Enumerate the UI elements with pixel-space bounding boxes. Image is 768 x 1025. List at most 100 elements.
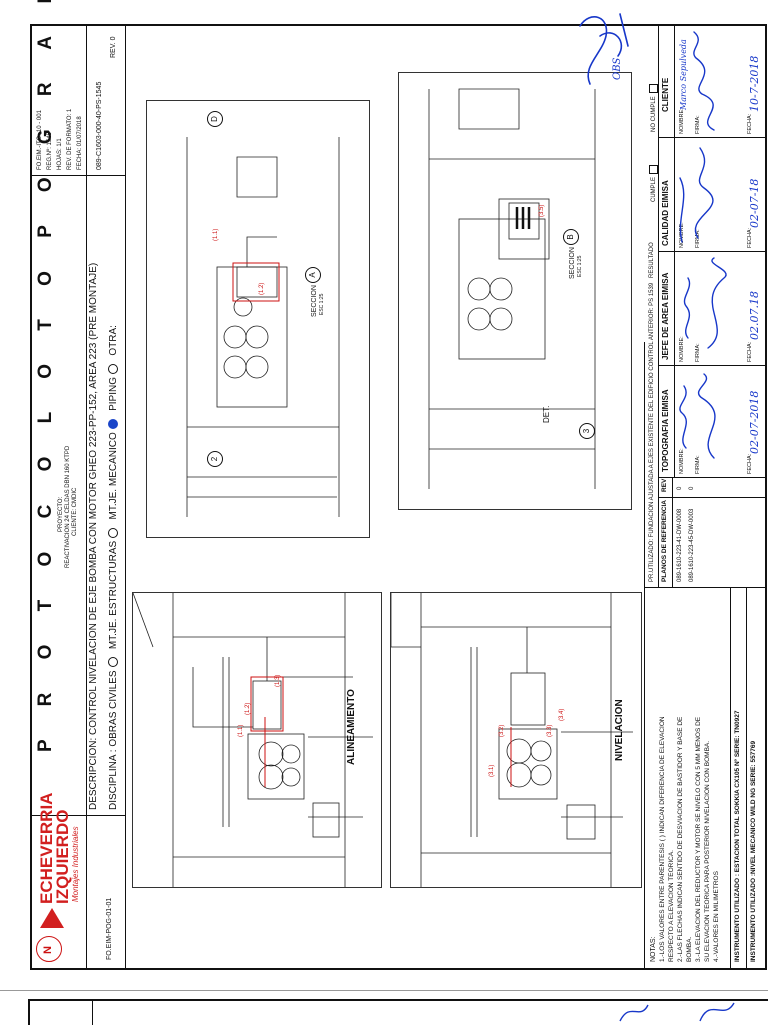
discipline-mechanical-label: MT.JE. MECANICO: [108, 432, 119, 520]
section-a-linework: [186, 137, 340, 517]
handwritten-date-calidad: 02-07-18: [748, 178, 761, 228]
reference-rev-1: 0: [677, 486, 683, 490]
next-page-border: [28, 999, 768, 1025]
note-line-3: 2.-LAS FLECHAS INDICAN SENTIDO DE DESVIA…: [677, 716, 684, 962]
company-name-line2: IZQUIERDO: [53, 809, 72, 904]
header-doc-number: 089-C1603-000-40-PS-1545: [96, 81, 103, 170]
form-code: FO.EIM-POG-01-01: [106, 897, 113, 960]
section-b-drawing: SECCION ESC 1:25 B DET. 3 (3.5): [398, 72, 632, 510]
header-rev: REV. 0: [110, 36, 117, 58]
mark-3-4: (3.4): [559, 708, 565, 721]
callout-d: D: [207, 111, 223, 127]
instrument-divider-2: [746, 588, 747, 968]
reference-row-divider: [672, 478, 673, 588]
discipline-civil-radio[interactable]: [108, 657, 119, 668]
note-line-7: 4.-VALORES EN MILIMETROS: [713, 871, 720, 962]
mark-1-1: (1.1): [238, 724, 244, 737]
nivelacion-linework: [390, 593, 633, 887]
company-logo-icon: [40, 908, 64, 928]
project-name: REACTIVACION 24 CELDAS DBN 160 KTPD: [65, 445, 71, 568]
section-b-label: SECCION: [569, 247, 576, 279]
handwritten-signatures: [679, 31, 727, 459]
mark-1-3: (1.3): [275, 674, 281, 687]
section-a-mark-1: (1.1): [213, 228, 219, 241]
nivelacion-label: NIVELACION: [614, 699, 625, 761]
header-divider: [86, 26, 87, 968]
handwritten-date-cliente: 10-7-2018: [748, 55, 761, 112]
callout-a: A: [305, 267, 321, 283]
header-reg: REG.Nº: 1545: [47, 132, 53, 170]
section-a-label: SECCION: [311, 285, 318, 317]
mark-3-3: (3.3): [547, 724, 553, 737]
mark-3-2: (3.2): [499, 724, 505, 737]
mark-3-1: (3.1): [489, 764, 495, 777]
discipline-mechanical-radio[interactable]: [108, 419, 119, 430]
header-divider-2: [125, 26, 126, 968]
header-date: FECHA: 01/07/2018: [77, 116, 83, 170]
project-label: PROYECTO:: [58, 496, 64, 532]
note-line-5: 3.-LA ELEVACION DEL REDUCTOR Y MOTOR SE …: [695, 716, 702, 962]
reference-rev-2: 0: [689, 486, 695, 490]
header-sheets: HOJAS: 1/1: [57, 138, 63, 170]
discipline-label: DISCIPLINA :: [108, 749, 119, 810]
cumple-label: CUMPLE: [649, 164, 658, 202]
discipline-piping-radio[interactable]: [108, 363, 119, 374]
north-label: N: [42, 946, 54, 954]
note-line-6: SU ELEVACION TEORICA PARA POSTERIOR NIVE…: [704, 740, 711, 962]
mark-1-2: (1.2): [245, 702, 251, 715]
reference-divider: [644, 587, 765, 588]
next-page-edge: [0, 990, 768, 1025]
nivelacion-drawing: NIVELACION (3.1) (3.2) (3.3) (3.4): [390, 592, 642, 888]
instrument-2: INSTRUMENTO UTILIZADO :NIVEL MECANICO WI…: [750, 740, 757, 962]
handwritten-name-cliente: Marco Sepulveda: [679, 39, 688, 110]
handwritten-date-topografia: 02-07-2018: [748, 390, 761, 454]
sig-divider-1: [658, 26, 659, 588]
reference-rev-header: REV: [661, 478, 668, 492]
company-tagline: Montajes Industriales: [71, 826, 80, 902]
header-form-code: FO.EIM.-ITO.-10 - 001: [37, 110, 43, 170]
callout-3: 3: [579, 423, 595, 439]
section-b-linework: [428, 88, 596, 489]
north-arrow-icon: N: [36, 936, 62, 962]
discipline-other-label: OTRA:: [108, 325, 119, 356]
header-format-rev: REV. DE FORMATO: 1: [67, 108, 73, 170]
callout-2: 2: [207, 451, 223, 467]
note-line-2: RESPECTO A ELEVACION TEORICA.: [668, 850, 675, 962]
sig-header-calidad: CALIDAD EIMISA: [661, 180, 670, 246]
note-line-1: 1.-LOS VALORES ENTRE PARENTESIS ( ) INDI…: [659, 716, 666, 962]
handwritten-date-jefe: 02.07.18: [748, 291, 761, 340]
rotated-landscape-form: N ECHEVERRIA IZQUIERDO Montajes Industri…: [32, 0, 765, 968]
project-client: CLIENTE: CMDIC: [72, 487, 78, 536]
discipline-structures-label: MT.JE. ESTRUCTURAS: [108, 540, 119, 650]
handwritten-obs-mark: OBS: [612, 57, 623, 80]
reference-plan-1: 089-1610-223-41-DW-0008: [677, 508, 683, 582]
instrument-1: INSTRUMENTO UTILIZADO : ESTACION TOTAL S…: [734, 710, 741, 962]
sig-header-topografia: TOPOGRAFIA EIMISA: [661, 389, 670, 472]
alineamiento-linework: [132, 592, 373, 887]
discipline-structures-radio[interactable]: [108, 527, 119, 538]
section-b-scale: ESC 1:25: [577, 255, 583, 277]
reference-header: PLANOS DE REFERENCIA: [661, 500, 668, 582]
observation-note: PR.UTILIZADO: FUNDACION AJUSTADA A EJES …: [649, 282, 655, 582]
handwritten-annotation: [579, 13, 629, 85]
cumple-checkbox[interactable]: [649, 164, 658, 174]
section-b-mark: (3.5): [539, 204, 545, 217]
callout-b: B: [563, 229, 579, 245]
next-page-signature: [619, 1002, 735, 1022]
alineamiento-drawing: ALINEAMIENTO (1.1) (1.2) (1.3): [132, 592, 382, 888]
instrument-divider: [730, 588, 731, 968]
discipline-piping-label: PIPING: [108, 376, 119, 411]
section-a-mark-2: (1.2): [259, 282, 265, 295]
section-a-scale: ESC 1:25: [319, 293, 325, 315]
next-page-divider: [92, 999, 93, 1025]
discipline-civil-label: OBRAS CIVILES: [108, 670, 119, 747]
discipline-row: DISCIPLINA : OBRAS CIVILES MT.JE. ESTRUC…: [108, 325, 119, 810]
result-label: RESULTADO: [649, 242, 655, 278]
det-label: DET.: [542, 405, 551, 423]
description: DESCRIPCION: CONTROL NIVELACION DE EJE B…: [88, 262, 99, 810]
reference-rev-divider: [658, 497, 765, 498]
protocol-sheet: N ECHEVERRIA IZQUIERDO Montajes Industri…: [30, 0, 767, 970]
sig-header-jefe: JEFE DE AREA EIMISA: [661, 272, 670, 360]
alineamiento-label: ALINEAMIENTO: [346, 689, 357, 765]
section-a-drawing: SECCION ESC 1:25 A (1.1) (1.2) 2 D: [146, 100, 370, 538]
